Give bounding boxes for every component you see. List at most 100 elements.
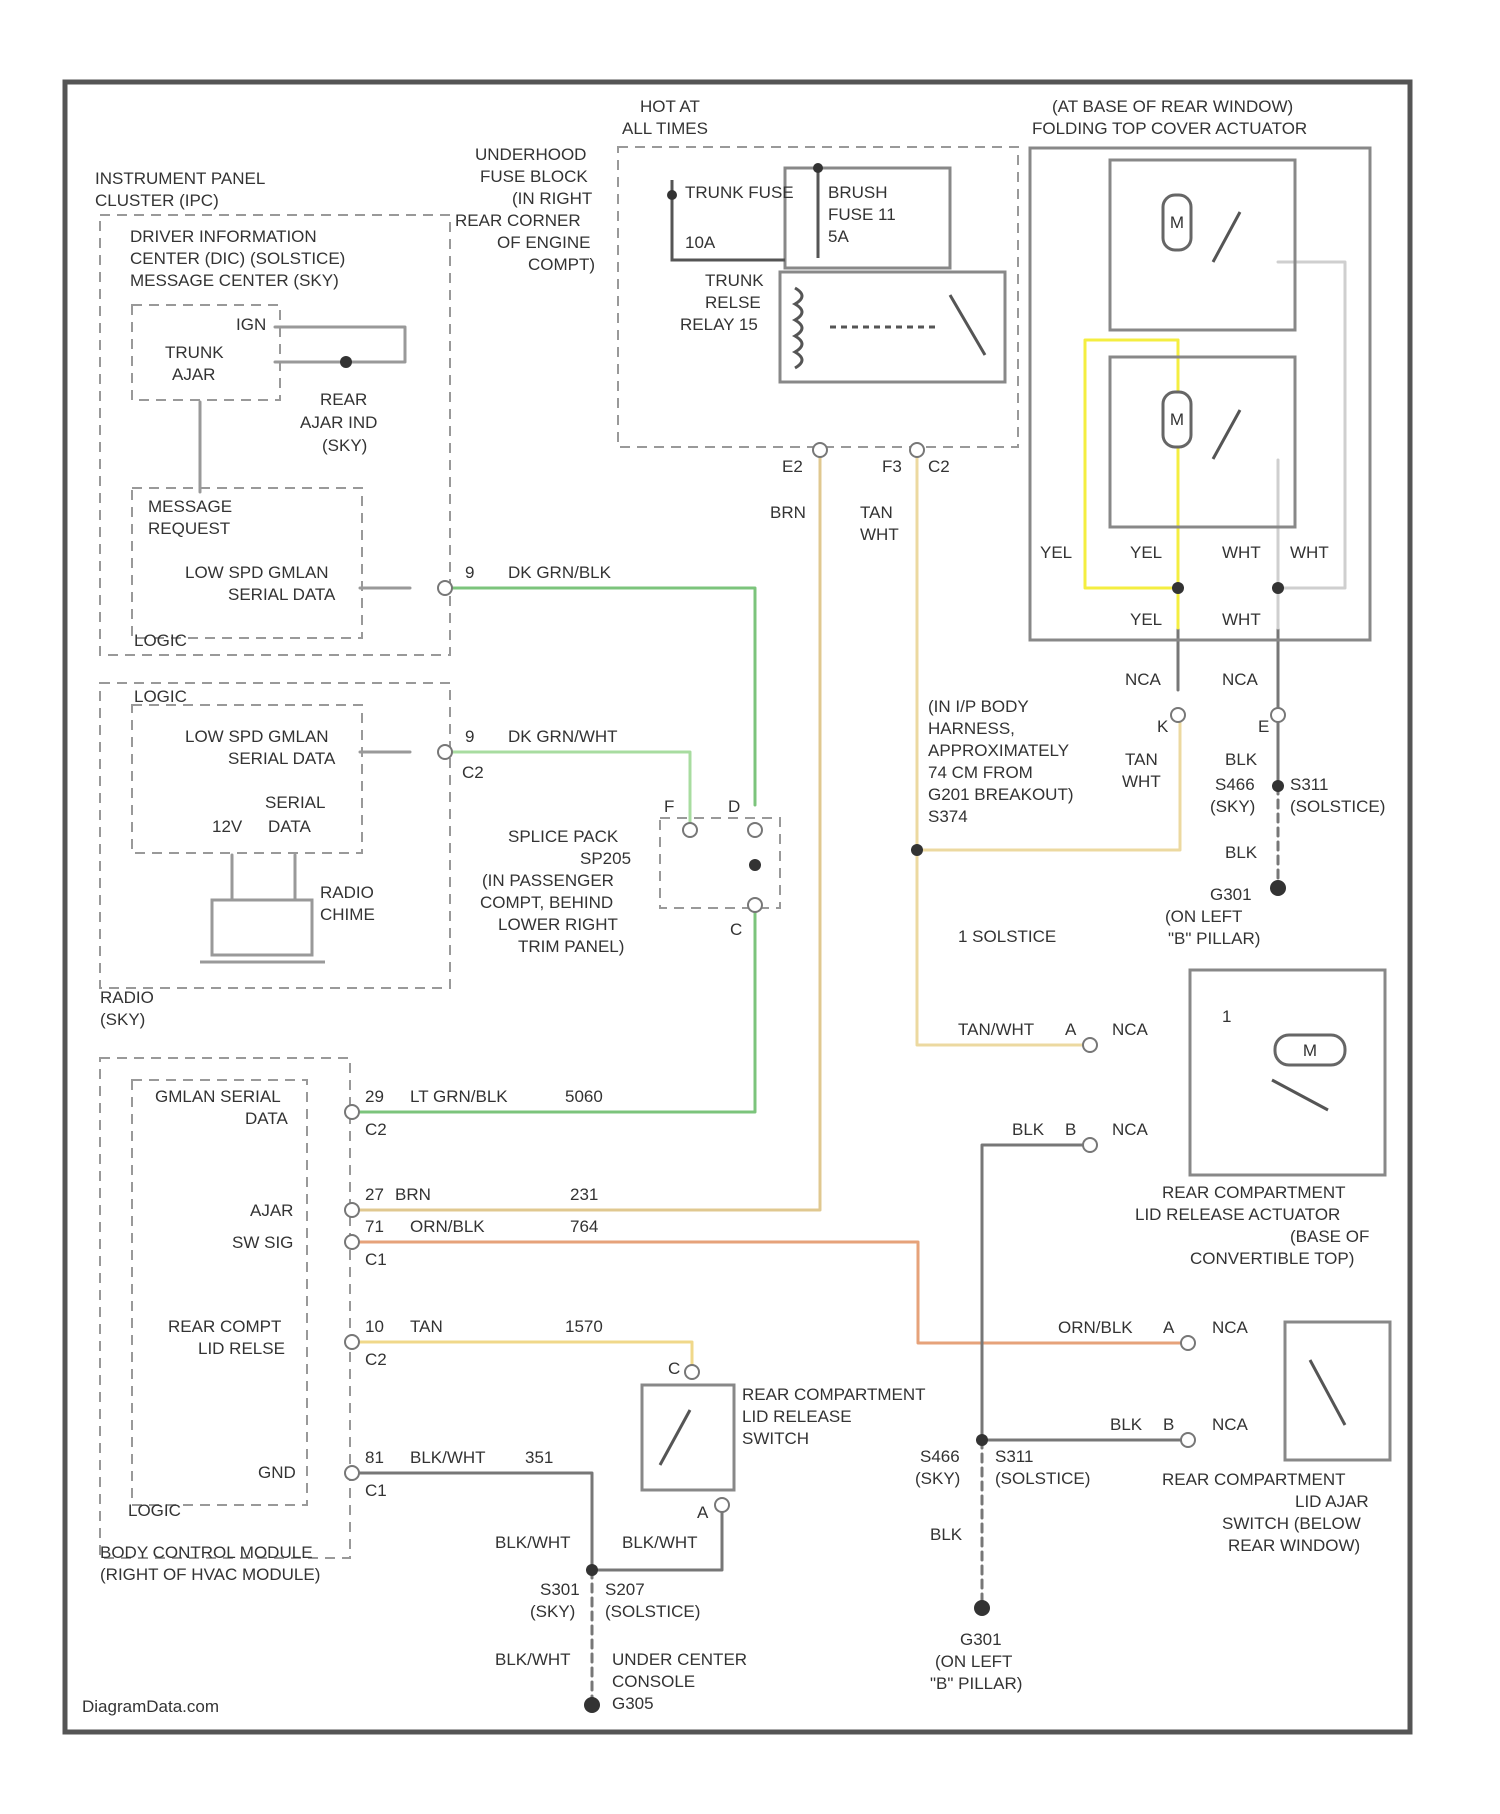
w4-pin: 27 [365,1185,384,1204]
lid-actuator-1: REAR COMPARTMENT [1162,1183,1346,1202]
bcm-title-1: BODY CONTROL MODULE [100,1543,313,1562]
lid-actuator-4: CONVERTIBLE TOP) [1190,1249,1354,1268]
sw-a-color: ORN/BLK [1058,1318,1133,1337]
radio-low-speed-1: LOW SPD GMLAN [185,727,329,746]
lid-ajar-switch-box [1285,1322,1390,1460]
blkwht-label-1: BLK/WHT [495,1533,571,1552]
ipc-title-1: INSTRUMENT PANEL [95,169,265,188]
yel-label-3: YEL [1130,610,1162,629]
ground-top-s311: S311 [1290,775,1328,794]
act-a-color: TAN/WHT [958,1020,1034,1039]
fuse-block-l3: (IN RIGHT [512,189,592,208]
w1-pin: 9 [465,563,474,582]
lid-switch-1: REAR COMPARTMENT [742,1385,926,1404]
harness-note-1: (IN I/P BODY [928,697,1029,716]
top-motor-upper-box [1110,160,1295,330]
w3-conn: C2 [365,1120,387,1139]
w6-circuit: 1570 [565,1317,603,1336]
brush-fuse-number: FUSE 11 [828,205,896,224]
radio-chime-label-2: CHIME [320,905,375,924]
tan-wht-label-2: WHT [860,525,899,544]
trunk-ajar-label-2: AJAR [172,365,215,384]
brn-label: BRN [770,503,806,522]
tan-wht-label-3: TAN [1125,750,1158,769]
conn-c2-fuse: C2 [928,457,950,476]
hot-at: HOT AT [640,97,700,116]
ground-top-s466: S466 [1215,775,1255,794]
splice-pack-2: SP205 [580,849,631,868]
svg-text:M: M [1170,410,1184,429]
fuse-block-l2: FUSE BLOCK [480,167,588,186]
blk-label-1: BLK [1225,750,1258,769]
message-request-2: REQUEST [148,519,230,538]
ajar-switch-3: SWITCH (BELOW [1222,1514,1361,1533]
w4-color: BRN [395,1185,431,1204]
tan-wht-label-1: TAN [860,503,893,522]
lid-actuator-2: LID RELEASE ACTUATOR [1135,1205,1340,1224]
ground-right-solstice: (SOLSTICE) [995,1469,1090,1488]
harness-note-3: APPROXIMATELY [928,741,1069,760]
ground-top-loc-1: (ON LEFT [1165,907,1242,926]
ipc-low-speed-2: SERIAL DATA [228,585,336,604]
fuse-block-l5: OF ENGINE [497,233,591,252]
w5-conn: C1 [365,1250,387,1269]
folding-top-l2: FOLDING TOP COVER ACTUATOR [1032,119,1307,138]
wire-dk-grn-blk [352,588,755,1112]
lid-release-switch-arm [660,1410,690,1465]
bcm-sw-sig: SW SIG [232,1233,293,1252]
blk-label-2: BLK [1225,843,1258,862]
rear-ajar-ind-3: (SKY) [322,436,367,455]
svg-text:M: M [1303,1041,1317,1060]
splice-dots [340,163,1284,1576]
splice-pin-d: D [728,797,740,816]
splice-pack-3: (IN PASSENGER [482,871,614,890]
ground-right-sky: (SKY) [915,1469,960,1488]
bcm-rear-compt-1: REAR COMPT [168,1317,281,1336]
ground-bottom-loc-1: UNDER CENTER [612,1650,747,1669]
relay-label-1: TRUNK [705,271,764,290]
pin-e: E [1258,717,1269,736]
ground-right-loc-2: "B" PILLAR) [930,1674,1022,1693]
ground-bottom-sky: (SKY) [530,1602,575,1621]
relay-label-2: RELSE [705,293,761,312]
w7-pin: 81 [365,1448,384,1467]
ipc-logic: LOGIC [134,631,187,650]
splice-pack-5: LOWER RIGHT [498,915,618,934]
act-b-pin: B [1065,1120,1076,1139]
message-request-1: MESSAGE [148,497,232,516]
wire-wht [1278,262,1345,628]
wire-yel [1085,340,1178,628]
harness-note-6: S374 [928,807,968,826]
dic-line-2: CENTER (DIC) (SOLSTICE) [130,249,345,268]
bcm-title-2: (RIGHT OF HVAC MODULE) [100,1565,320,1584]
radio-serial-label: SERIAL [265,793,325,812]
act-b-nca: NCA [1112,1120,1149,1139]
splice-pack-4: COMPT, BEHIND [480,893,613,912]
harness-note-2: HARNESS, [928,719,1015,738]
ipc-title-2: CLUSTER (IPC) [95,191,219,210]
w2-pin: 9 [465,727,474,746]
trunk-ajar-label-1: TRUNK [165,343,224,362]
fuse-block-l4: REAR CORNER [455,211,581,230]
trunk-fuse-amp: 10A [685,233,716,252]
radio-label-1: RADIO [100,988,154,1007]
w3-pin: 29 [365,1087,384,1106]
blkwht-label-2: BLK/WHT [622,1533,698,1552]
w3-color: LT GRN/BLK [410,1087,508,1106]
ajar-switch-1: REAR COMPARTMENT [1162,1470,1346,1489]
trunk-fuse-label: TRUNK FUSE [685,183,794,202]
legend-note: 1 SOLSTICE [958,927,1056,946]
radio-chime-label-1: RADIO [320,883,374,902]
bcm-gmlan-1: GMLAN SERIAL [155,1087,281,1106]
ign-label: IGN [236,315,266,334]
bcm-boundary [100,1058,350,1558]
lid-switch-3: SWITCH [742,1429,809,1448]
fuse-block-l1: UNDERHOOD [475,145,586,164]
fuse-block-l6: COMPT) [528,255,595,274]
ajar-switch-4: REAR WINDOW) [1228,1536,1360,1555]
relay-coil [795,288,802,368]
trunk-release-relay-box [780,272,1005,382]
svg-text:M: M [1170,213,1184,232]
lid-actuator-ref: 1 [1222,1007,1231,1026]
sw-b-nca: NCA [1212,1415,1249,1434]
